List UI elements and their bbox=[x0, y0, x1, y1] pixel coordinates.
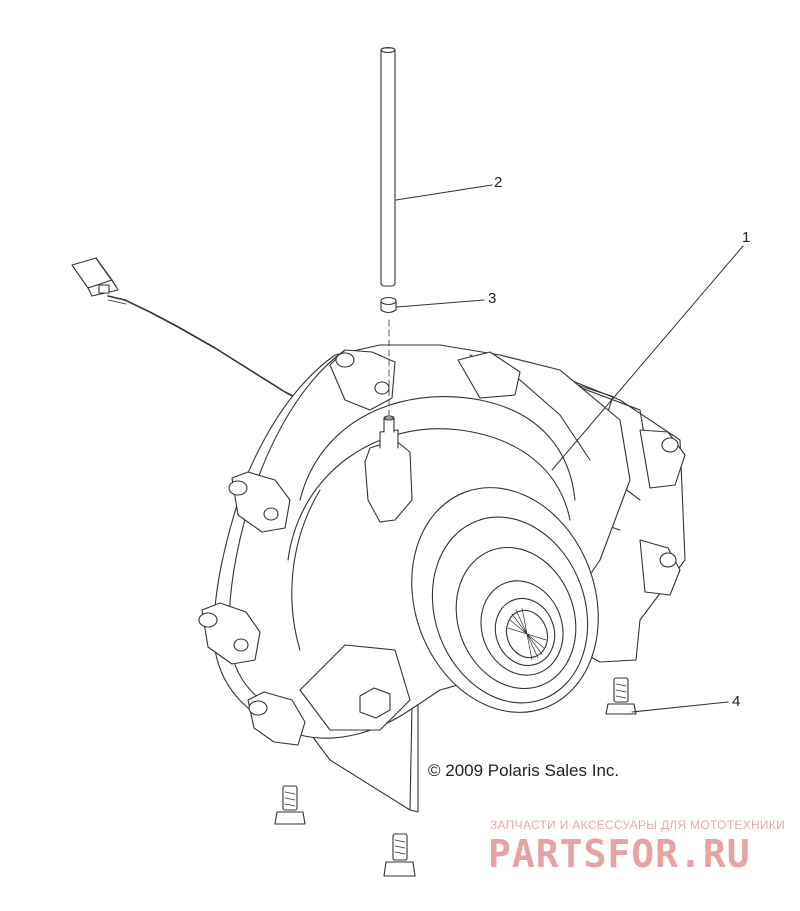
wire-harness bbox=[71, 257, 323, 411]
vent-fitting-part bbox=[380, 296, 397, 314]
mounting-bolt bbox=[605, 677, 637, 715]
copyright-notice: © 2009 Polaris Sales Inc. bbox=[428, 761, 620, 780]
mounting-bolt bbox=[274, 785, 306, 825]
leader-lines bbox=[395, 184, 744, 713]
flange-bolt-lugs bbox=[198, 349, 686, 746]
watermark-logo: PARTSFOR.RU bbox=[488, 832, 751, 876]
vent-tube-part bbox=[380, 46, 396, 287]
gearcase-housing-part bbox=[198, 319, 686, 813]
callout-label-2: 2 bbox=[494, 174, 503, 191]
callout-label-1: 1 bbox=[742, 229, 751, 246]
callout-label-3: 3 bbox=[488, 290, 497, 307]
callout-label-4: 4 bbox=[732, 693, 741, 710]
mounting-bolt bbox=[383, 833, 416, 877]
watermark-tagline: ЗАПЧАСТИ И АКСЕССУАРЫ ДЛЯ МОТОТЕХНИКИ bbox=[490, 818, 786, 832]
